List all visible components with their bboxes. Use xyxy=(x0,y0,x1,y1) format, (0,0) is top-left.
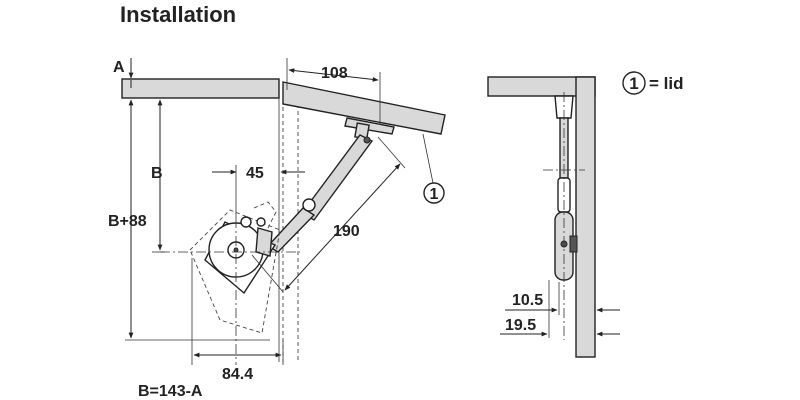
label-10-5: 10.5 xyxy=(512,292,543,309)
dim-190-ext-bottom xyxy=(251,254,284,293)
fitting-screw-1 xyxy=(240,216,252,228)
diagram-title: Installation xyxy=(120,2,236,27)
fitting-side-block xyxy=(255,227,273,257)
callout-number: 1 xyxy=(430,186,439,203)
label-108: 108 xyxy=(321,65,348,82)
fitting-screw-2 xyxy=(256,217,266,227)
cabinet-top-panel xyxy=(121,78,280,99)
label-45: 45 xyxy=(246,165,264,182)
front-fitting-notch xyxy=(569,235,578,253)
formula-text: B=143-A xyxy=(138,383,203,400)
label-b-plus-88: B+88 xyxy=(108,213,147,230)
front-cabinet-side xyxy=(575,76,596,358)
callout-circle xyxy=(423,182,445,204)
label-84-4: 84.4 xyxy=(222,366,253,383)
strut-pivot xyxy=(302,198,316,212)
dim-190-line xyxy=(284,163,401,291)
legend-circle xyxy=(622,71,646,95)
legend-number: 1 xyxy=(629,74,638,93)
fitting-housing-dashed xyxy=(189,209,281,334)
strut-pivot-small xyxy=(363,136,371,144)
dim-190-ext-top xyxy=(377,136,406,169)
legend-text: = lid xyxy=(649,74,683,93)
callout-leader xyxy=(422,133,434,184)
label-190: 190 xyxy=(333,223,360,240)
fitting-ghost-outline xyxy=(253,201,277,229)
label-b: B xyxy=(151,165,163,182)
label-19-5: 19.5 xyxy=(505,317,536,334)
dim-108-line xyxy=(288,68,379,82)
label-a: A xyxy=(113,59,125,76)
front-view-drawing: 10.5 19.5 1 = lid xyxy=(487,71,683,358)
lid-panel xyxy=(282,81,446,135)
side-view-drawing: A B+88 B 45 108 190 84.4 1 B=1 xyxy=(108,58,446,400)
